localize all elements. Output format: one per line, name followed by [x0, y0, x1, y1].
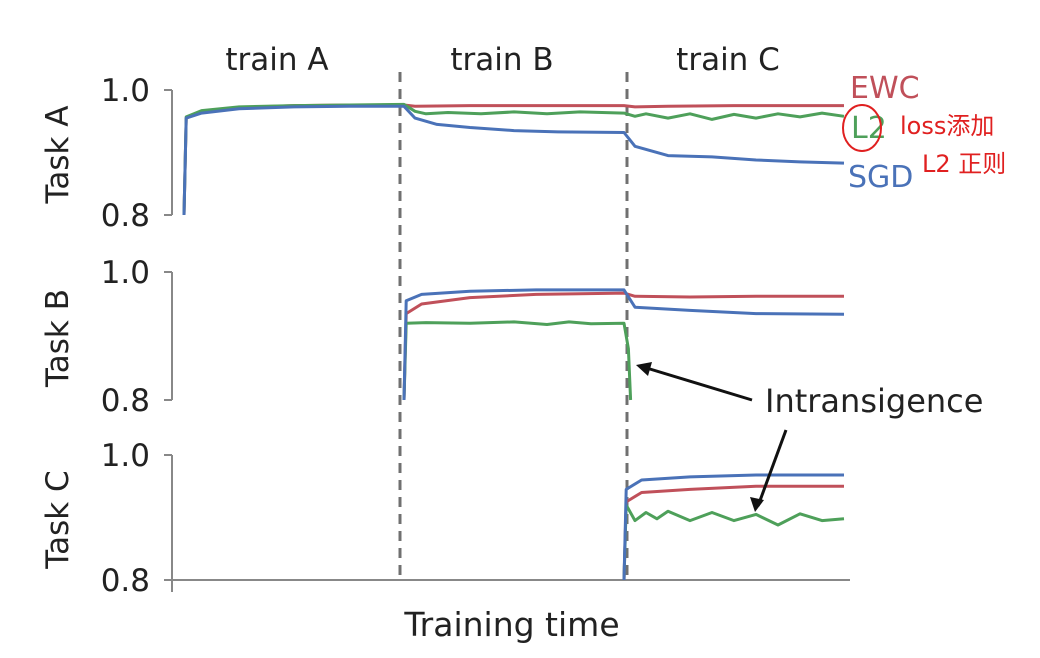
series-line-sgd-task-b	[402, 288, 845, 401]
intransigence-annotation: Intransigence	[636, 362, 983, 512]
handwritten-note-line-1: loss添加	[900, 112, 994, 140]
series-line-sgd-task-a	[182, 104, 845, 216]
annotation-label: Intransigence	[765, 382, 983, 420]
l2-circle-mark	[842, 104, 882, 152]
y-axis-label: Task A	[40, 106, 76, 205]
series-line-l2-task-c	[622, 503, 845, 581]
y-axis-label: Task B	[40, 289, 76, 388]
handwritten-note: loss添加 L2 正则	[842, 104, 1006, 178]
phase-labels: train A train B train C	[225, 42, 779, 78]
phase-dividers	[398, 72, 629, 582]
y-tick-label: 1.0	[101, 73, 150, 109]
phase-label: train A	[225, 42, 328, 78]
series-line-ewc-task-c	[622, 484, 844, 581]
handwritten-note-line-2: L2 正则	[922, 150, 1006, 178]
y-tick-label: 1.0	[101, 438, 150, 474]
y-tick-label: 0.8	[101, 563, 150, 599]
annotation-arrow-down	[756, 429, 788, 507]
annotation-arrowhead-down	[750, 497, 764, 512]
phase-label: train B	[450, 42, 553, 78]
annotation-arrow-left	[639, 364, 753, 402]
legend-entry-sgd: SGD	[848, 160, 913, 195]
phase-label: train C	[676, 42, 780, 78]
y-tick-label: 0.8	[101, 383, 150, 419]
y-axis-label: Task C	[40, 470, 76, 569]
series-line-ewc-task-b	[402, 291, 844, 401]
annotation-arrowhead-left	[636, 362, 652, 376]
series-layer	[182, 102, 845, 581]
series-line-l2-task-b	[402, 320, 633, 401]
y-tick-label: 1.0	[101, 255, 150, 291]
y-tick-label: 0.8	[101, 198, 150, 234]
x-axis-label: Training time	[403, 605, 619, 644]
legend-entry-ewc: EWC	[850, 71, 920, 106]
